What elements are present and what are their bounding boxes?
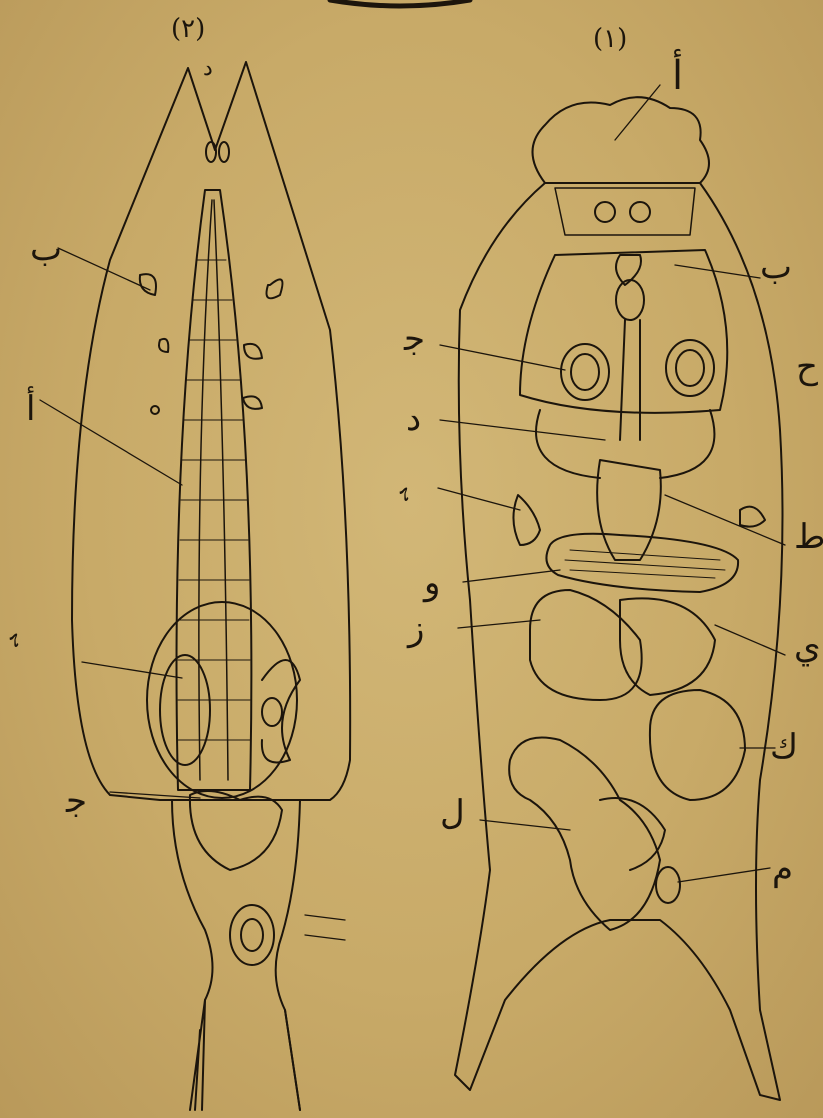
fig2-label-c: ﮨ bbox=[10, 612, 19, 646]
fig2-left-lobe bbox=[160, 655, 210, 765]
fig1-eye-spot-right bbox=[666, 340, 714, 396]
figure-2-drawing bbox=[40, 62, 350, 1110]
fig2-blob bbox=[140, 274, 156, 295]
fig1-label-h: ح bbox=[796, 350, 818, 384]
page-top-edge bbox=[330, 0, 470, 6]
fig1-bulb-small bbox=[656, 867, 680, 903]
fig1-round-organ bbox=[650, 690, 745, 800]
fig2-paired-organ bbox=[190, 791, 282, 870]
fig1-side-organ bbox=[513, 495, 540, 545]
fig1-lobes bbox=[536, 410, 714, 478]
fig2-label-d: ﺟ bbox=[66, 784, 87, 818]
fig2-small-egg bbox=[262, 698, 282, 726]
fig1-gland bbox=[597, 460, 661, 560]
fig2-tail bbox=[190, 1000, 300, 1110]
fig2-eye-left bbox=[206, 142, 216, 162]
fig2-blob bbox=[159, 339, 168, 352]
fig1-eye-spot-left-inner bbox=[571, 354, 599, 390]
fig1-side-organ-right bbox=[740, 507, 765, 527]
fig1-label-c: ﺟ bbox=[404, 322, 425, 356]
fig1-intestine bbox=[509, 738, 660, 931]
fig1-mastax-bulb bbox=[616, 280, 644, 320]
fig2-blob bbox=[267, 279, 283, 298]
fig2-label-b: أ bbox=[26, 392, 35, 426]
figure-1-drawing bbox=[438, 85, 785, 1100]
fig1-label-a: أ bbox=[672, 56, 683, 96]
fig1-label-l: ل bbox=[440, 796, 465, 830]
fig2-eye-right bbox=[219, 142, 229, 162]
fig1-eye-right bbox=[630, 202, 650, 222]
fig1-eye-left bbox=[595, 202, 615, 222]
fig2-blob bbox=[151, 406, 159, 414]
fig1-label-i: ط bbox=[794, 520, 823, 554]
fig2-oval-organ bbox=[230, 905, 274, 965]
fig1-sphere bbox=[530, 590, 642, 700]
fig1-label-d: د bbox=[406, 402, 421, 436]
fig2-label-a: ب bbox=[30, 232, 62, 266]
fig1-esophagus bbox=[620, 320, 640, 440]
fig1-eye-spot-left bbox=[561, 344, 609, 400]
fig2-label-top: د bbox=[203, 58, 213, 80]
fig1-body-outline bbox=[455, 183, 783, 1100]
fig2-oval-inner bbox=[241, 919, 263, 951]
fig2-pharynx-inner bbox=[199, 200, 228, 780]
fig1-label-m: م bbox=[772, 852, 793, 886]
fig1-head-box bbox=[555, 188, 695, 235]
fig1-label-f: ﻭ bbox=[424, 566, 440, 600]
fig2-blob bbox=[244, 344, 262, 359]
fig1-label-b: ب bbox=[760, 250, 792, 284]
fig1-label-g: ز bbox=[408, 612, 424, 646]
figure-2-number: (٢) bbox=[171, 16, 205, 42]
fig1-label-j: ي bbox=[794, 630, 821, 664]
fig1-bladder bbox=[620, 598, 715, 695]
fig1-ovary-band bbox=[546, 534, 738, 592]
fig1-label-e: ﮨ bbox=[400, 466, 409, 500]
fig2-body-outline bbox=[72, 62, 350, 800]
fig2-blob bbox=[243, 396, 262, 409]
fig1-ovary-stripes bbox=[565, 550, 725, 578]
fig1-corona bbox=[533, 97, 710, 183]
figure-1-number: (١) bbox=[593, 26, 627, 52]
fig1-label-k: ك bbox=[770, 730, 798, 764]
fig1-eye-spot-right-inner bbox=[676, 350, 704, 386]
